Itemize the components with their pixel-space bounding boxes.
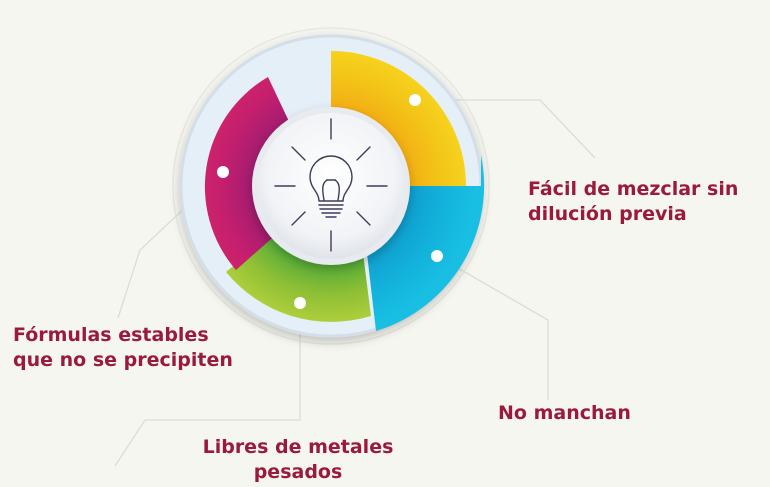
- connector-metales: [114, 303, 301, 467]
- dot-mezclar: [409, 94, 421, 106]
- label-metales: Libres de metales pesados: [178, 435, 418, 485]
- dot-formulas: [217, 166, 229, 178]
- label-mezclar: Fácil de mezclar sin dilución previa: [528, 177, 738, 227]
- label-mezclar-line2: dilución previa: [528, 203, 687, 225]
- dot-metales: [294, 297, 306, 309]
- dot-manchan: [431, 250, 443, 262]
- connector-manchan: [436, 255, 549, 400]
- lightbulb-icon: [274, 118, 388, 252]
- label-mezclar-line1: Fácil de mezclar sin: [528, 178, 739, 200]
- label-manchan: No manchan: [498, 401, 631, 426]
- label-formulas: Fórmulas estables que no se precipiten: [13, 323, 233, 373]
- label-metales-line2: pesados: [253, 461, 343, 483]
- label-formulas-line1: Fórmulas estables: [13, 324, 209, 346]
- label-metales-line1: Libres de metales: [202, 436, 394, 458]
- label-manchan-line1: No manchan: [498, 402, 631, 424]
- outer-halo-ring: [172, 27, 490, 345]
- label-formulas-line2: que no se precipiten: [13, 349, 233, 371]
- connector-mezclar: [415, 99, 596, 159]
